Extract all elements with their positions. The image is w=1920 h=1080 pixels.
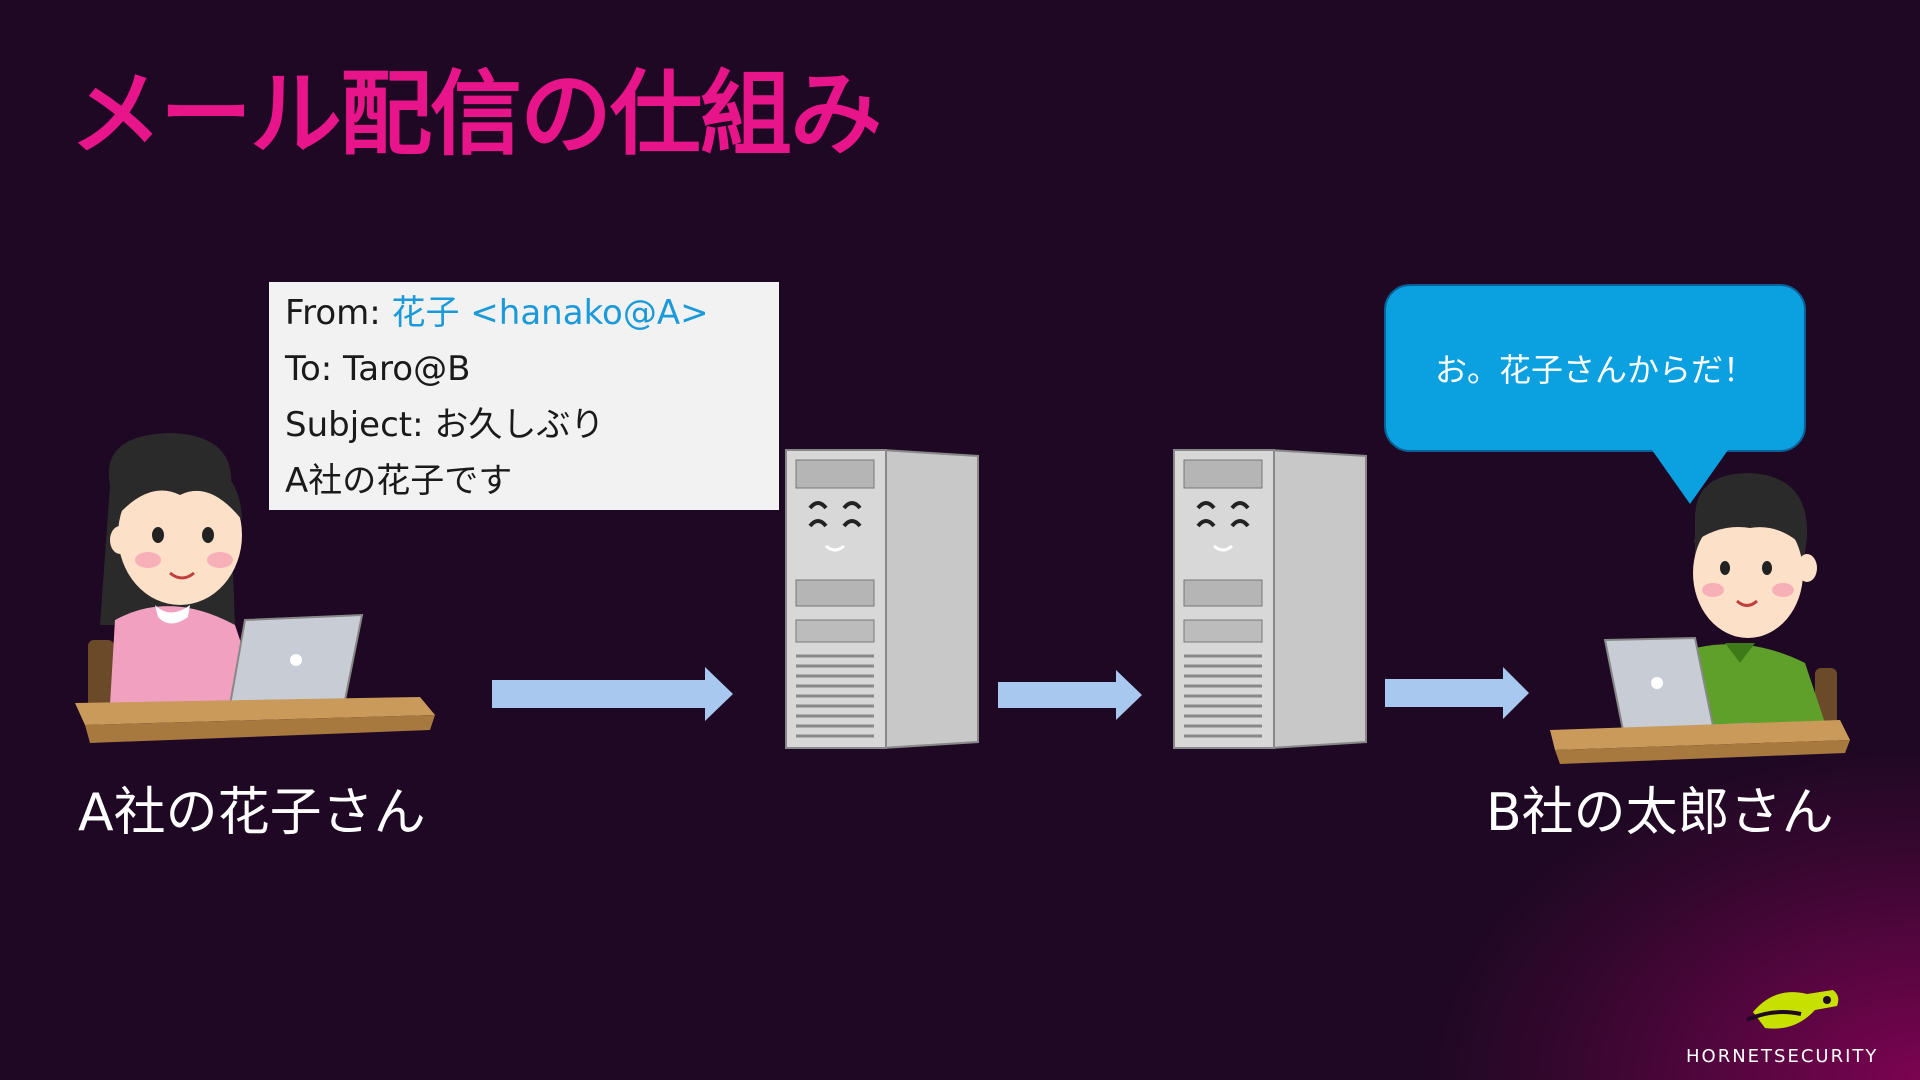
receiving-server-illustration [1173,448,1367,750]
slide-title: メール配信の仕組み [70,61,882,168]
logo-text: HORNETSECURITY [1686,1046,1879,1067]
receiver-man-illustration [1550,473,1850,764]
email-from-value: 花子 <hanako@A> [391,293,709,333]
email-subject-line: Subject: お久しぶり [285,400,763,456]
speech-bubble-text: お。花子さんからだ！ [1434,351,1755,389]
email-header-box: From: 花子 <hanako@A> To: Taro@B Subject: … [269,282,779,510]
email-subject-label: Subject: [285,405,435,445]
sending-server-illustration [785,448,979,750]
receiver-label: B社の太郎さん [1486,783,1834,843]
sender-label: A社の花子さん [78,783,426,843]
email-to-line: To: Taro@B [285,349,471,389]
email-from-line: From: 花子 <hanako@A> [285,288,763,344]
arrow-server-to-server [998,670,1142,720]
email-subject-value: お久しぶり [434,405,605,445]
email-body-line: A社の花子です [285,461,513,501]
speech-bubble: お。花子さんからだ！ [1384,284,1806,452]
hornet-logo-icon [1746,990,1839,1029]
arrow-server-to-receiver [1385,667,1529,719]
email-from-label: From: [285,293,392,333]
arrow-sender-to-server [492,667,733,721]
sender-woman-illustration [75,433,435,743]
